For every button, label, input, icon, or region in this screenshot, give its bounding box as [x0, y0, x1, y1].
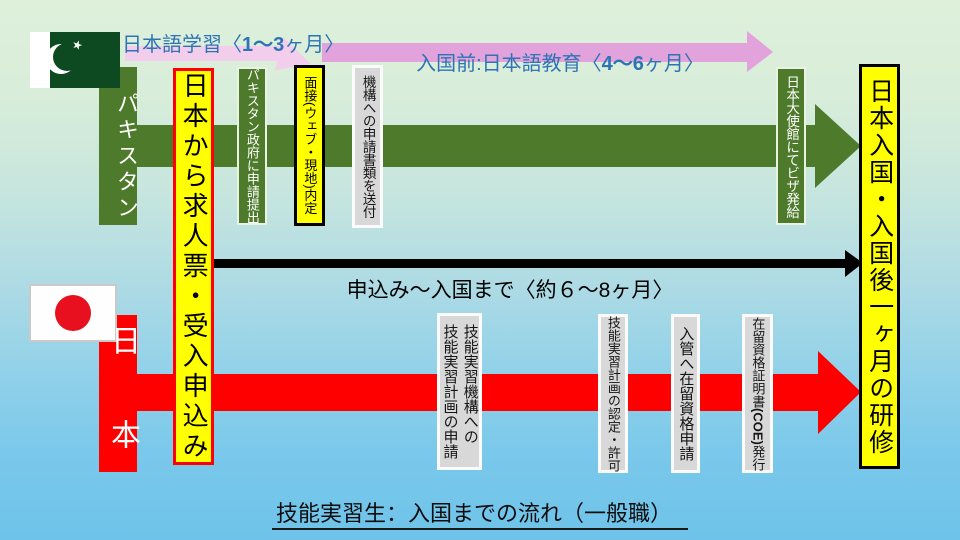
- coe-label-code: (COE): [750, 407, 766, 445]
- milestone-job-offer-label: 日本から求人票・受入申込み: [179, 71, 210, 462]
- study-arrow-head-icon: [275, 37, 311, 70]
- step-residence-application: 入管へ在留資格申請: [671, 314, 700, 473]
- preentry-education-caption: 入国前:日本語教育〈4～6ヶ月〉: [350, 47, 770, 76]
- study-period-caption: 日本語学習〈1～3ヶ月〉: [122, 28, 344, 57]
- step-plan-approval-label: 技能実習計画の認定・許可: [605, 315, 621, 472]
- page-title-text: 技能実習生：入国までの流れ（一般職）: [271, 501, 688, 530]
- step-plan-approval: 技能実習計画の認定・許可: [598, 314, 628, 473]
- step-residence-application-label: 入管へ在留資格申請: [677, 326, 695, 461]
- preentry-caption-months: 4～6: [601, 53, 644, 75]
- preentry-caption-pre: 入国前:日本語教育〈: [416, 53, 602, 75]
- step-pakistan-gov: パキスタン政府に申請提出: [237, 67, 267, 225]
- pakistan-label: パキスタン: [114, 92, 139, 222]
- preentry-caption-post: ヶ月〉: [643, 53, 704, 75]
- step-plan-application: 技能実習機構への 技能実習計画の申請: [437, 313, 482, 470]
- timeline-duration-caption: 申込み～入国まで〈約６～8ヶ月〉: [346, 279, 674, 302]
- study-caption-post: ヶ月〉: [284, 34, 345, 56]
- step-interview-label: 面接(ウェブ・現地)内定: [302, 76, 318, 215]
- study-caption-months: 1～3: [242, 34, 285, 56]
- timeline-arrow-shaft: [199, 259, 846, 268]
- milestone-japan-entry-label: 日本入国・入国後一ヶ月の研修: [865, 77, 894, 456]
- study-arrow-shaft: [125, 46, 285, 61]
- step-send-documents: 機構への申請書類を送付: [352, 65, 383, 228]
- coe-label-post: 発行: [750, 444, 766, 471]
- page-title: 技能実習生：入国までの流れ（一般職）: [0, 496, 960, 530]
- green-arrow-head-icon: [815, 104, 861, 188]
- crescent-cut: [53, 43, 81, 71]
- pakistan-flag: ★: [30, 32, 120, 88]
- step-visa-issue-label: 日本大使館にてビザ発給: [784, 74, 800, 218]
- green-arrow-shaft: [110, 125, 816, 167]
- step-pakistan-gov-label: パキスタン政府に申請提出: [244, 68, 260, 224]
- step-coe-issue-label: 在留資格証明書(COE)発行: [750, 316, 766, 471]
- hinomaru-circle-icon: [55, 295, 91, 331]
- step-interview: 面接(ウェブ・現地)内定: [294, 65, 325, 226]
- study-caption-pre: 日本語学習〈: [122, 34, 242, 56]
- step-send-documents-label: 機構への申請書類を送付: [360, 75, 376, 218]
- step-plan-application-label: 技能実習機構への 技能実習計画の申請: [441, 324, 479, 459]
- timeline-arrow-head-icon: [845, 250, 863, 277]
- coe-label-pre: 在留資格証明書: [750, 316, 766, 408]
- education-arrow-shaft: [322, 43, 747, 62]
- milestone-job-offer: 日本から求人票・受入申込み: [173, 68, 214, 465]
- step-visa-issue: 日本大使館にてビザ発給: [776, 67, 806, 225]
- red-arrow-head-icon: [818, 351, 861, 434]
- japan-label: 日本: [106, 325, 139, 513]
- japan-flag: [29, 284, 117, 342]
- milestone-japan-entry: 日本入国・入国後一ヶ月の研修: [859, 64, 900, 469]
- education-arrow-head-icon: [747, 31, 773, 72]
- step-coe-issue: 在留資格証明書(COE)発行: [742, 314, 773, 473]
